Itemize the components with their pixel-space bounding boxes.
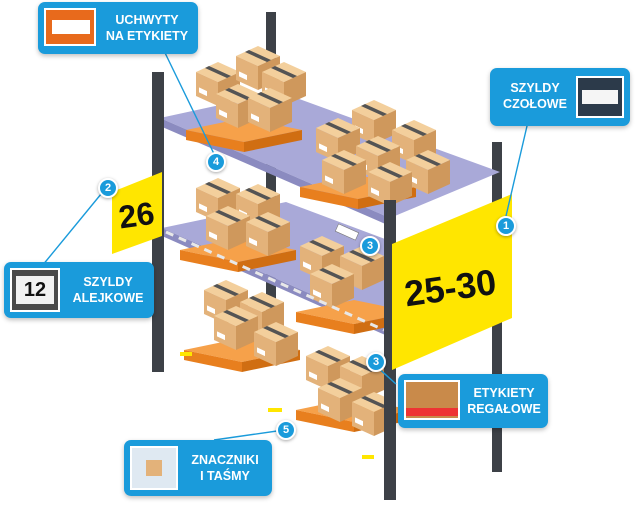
- callout-line1: ETYKIETY: [473, 386, 535, 400]
- callout-shelf-labels[interactable]: ETYKIETY REGAŁOWE: [398, 374, 548, 428]
- badge-4[interactable]: 4: [206, 152, 226, 172]
- callout-line2: REGAŁOWE: [467, 402, 541, 416]
- callout-line2: NA ETYKIETY: [105, 29, 189, 43]
- callout-line2: I TAŚMY: [200, 469, 250, 483]
- callout-line1: SZYLDY: [83, 275, 133, 289]
- aisle-sign-number: 26: [116, 195, 156, 236]
- badge-3-lower[interactable]: 3: [366, 352, 386, 372]
- badge-3-middle[interactable]: 3: [360, 236, 380, 256]
- callout-line1: SZYLDY: [510, 81, 560, 95]
- shelf-label-thumbnail: [404, 380, 460, 420]
- callout-line1: ZNACZNIKI: [191, 453, 259, 467]
- aisle-sign-thumbnail: 12: [10, 268, 60, 312]
- label-holder-thumbnail: [44, 8, 96, 46]
- aisle-thumbnail-number: 12: [16, 276, 54, 304]
- aisle-sign: [112, 172, 162, 254]
- callout-line2: CZOŁOWE: [503, 97, 567, 111]
- badge-1[interactable]: 1: [496, 216, 516, 236]
- callout-aisle-signs[interactable]: 12 SZYLDY ALEJKOWE: [4, 262, 154, 318]
- callout-label-holders[interactable]: UCHWYTY NA ETYKIETY: [38, 2, 198, 54]
- front-sign: [392, 194, 512, 370]
- rack-label: [334, 223, 360, 241]
- shelf-label-strip: [165, 230, 385, 332]
- floor-marker: [268, 408, 282, 412]
- badge-2[interactable]: 2: [98, 178, 118, 198]
- callout-markers-tapes[interactable]: ZNACZNIKI I TAŚMY: [124, 440, 272, 496]
- floor-marker: [362, 455, 374, 459]
- callout-line2: ALEJKOWE: [72, 291, 144, 305]
- callout-line1: UCHWYTY: [115, 13, 179, 27]
- front-sign-thumbnail: [576, 76, 624, 118]
- floor-marker: [180, 352, 192, 356]
- markers-thumbnail: [130, 446, 178, 490]
- badge-5[interactable]: 5: [276, 420, 296, 440]
- callout-front-signs[interactable]: SZYLDY CZOŁOWE: [490, 68, 630, 126]
